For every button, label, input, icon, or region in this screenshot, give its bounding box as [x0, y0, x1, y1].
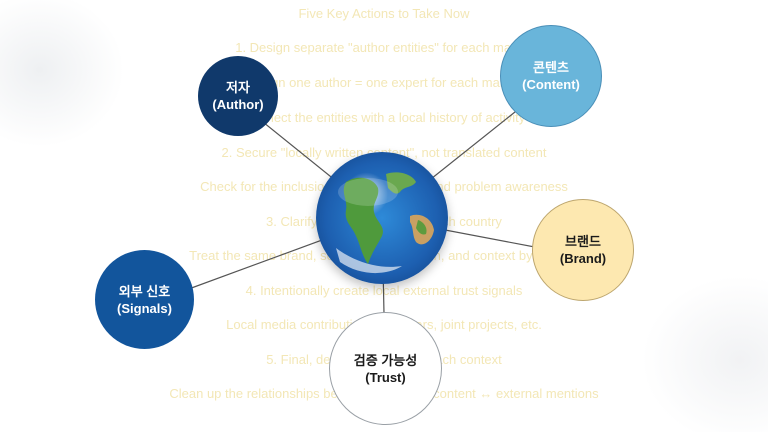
node-trust: 검증 가능성 (Trust) — [329, 312, 442, 425]
node-content-ko: 콘텐츠 — [533, 60, 569, 75]
node-author-en: (Author) — [212, 97, 264, 112]
node-content: 콘텐츠 (Content) — [500, 25, 602, 127]
node-trust-en: (Trust) — [365, 369, 406, 385]
bg-line: Connect the entities with a local histor… — [242, 110, 526, 125]
bg-title: Five Key Actions to Take Now — [298, 6, 470, 21]
node-brand: 브랜드 (Brand) — [532, 199, 634, 301]
globe-continents — [336, 172, 434, 274]
node-signals: 외부 신호 (Signals) — [95, 250, 194, 349]
globe-icon — [316, 152, 448, 284]
node-content-en: (Content) — [522, 77, 580, 92]
bg-line: Assign one author = one expert for each … — [246, 75, 522, 90]
node-trust-ko: 검증 가능성 — [353, 352, 418, 368]
node-brand-ko: 브랜드 — [565, 234, 601, 249]
node-signals-en: (Signals) — [117, 300, 172, 316]
node-brand-en: (Brand) — [559, 251, 607, 266]
node-signals-ko: 외부 신호 — [118, 283, 171, 299]
bg-line: 1. Design separate "author entities" for… — [235, 40, 533, 55]
node-author: 저자 (Author) — [198, 56, 278, 136]
node-author-ko: 저자 — [226, 80, 250, 95]
